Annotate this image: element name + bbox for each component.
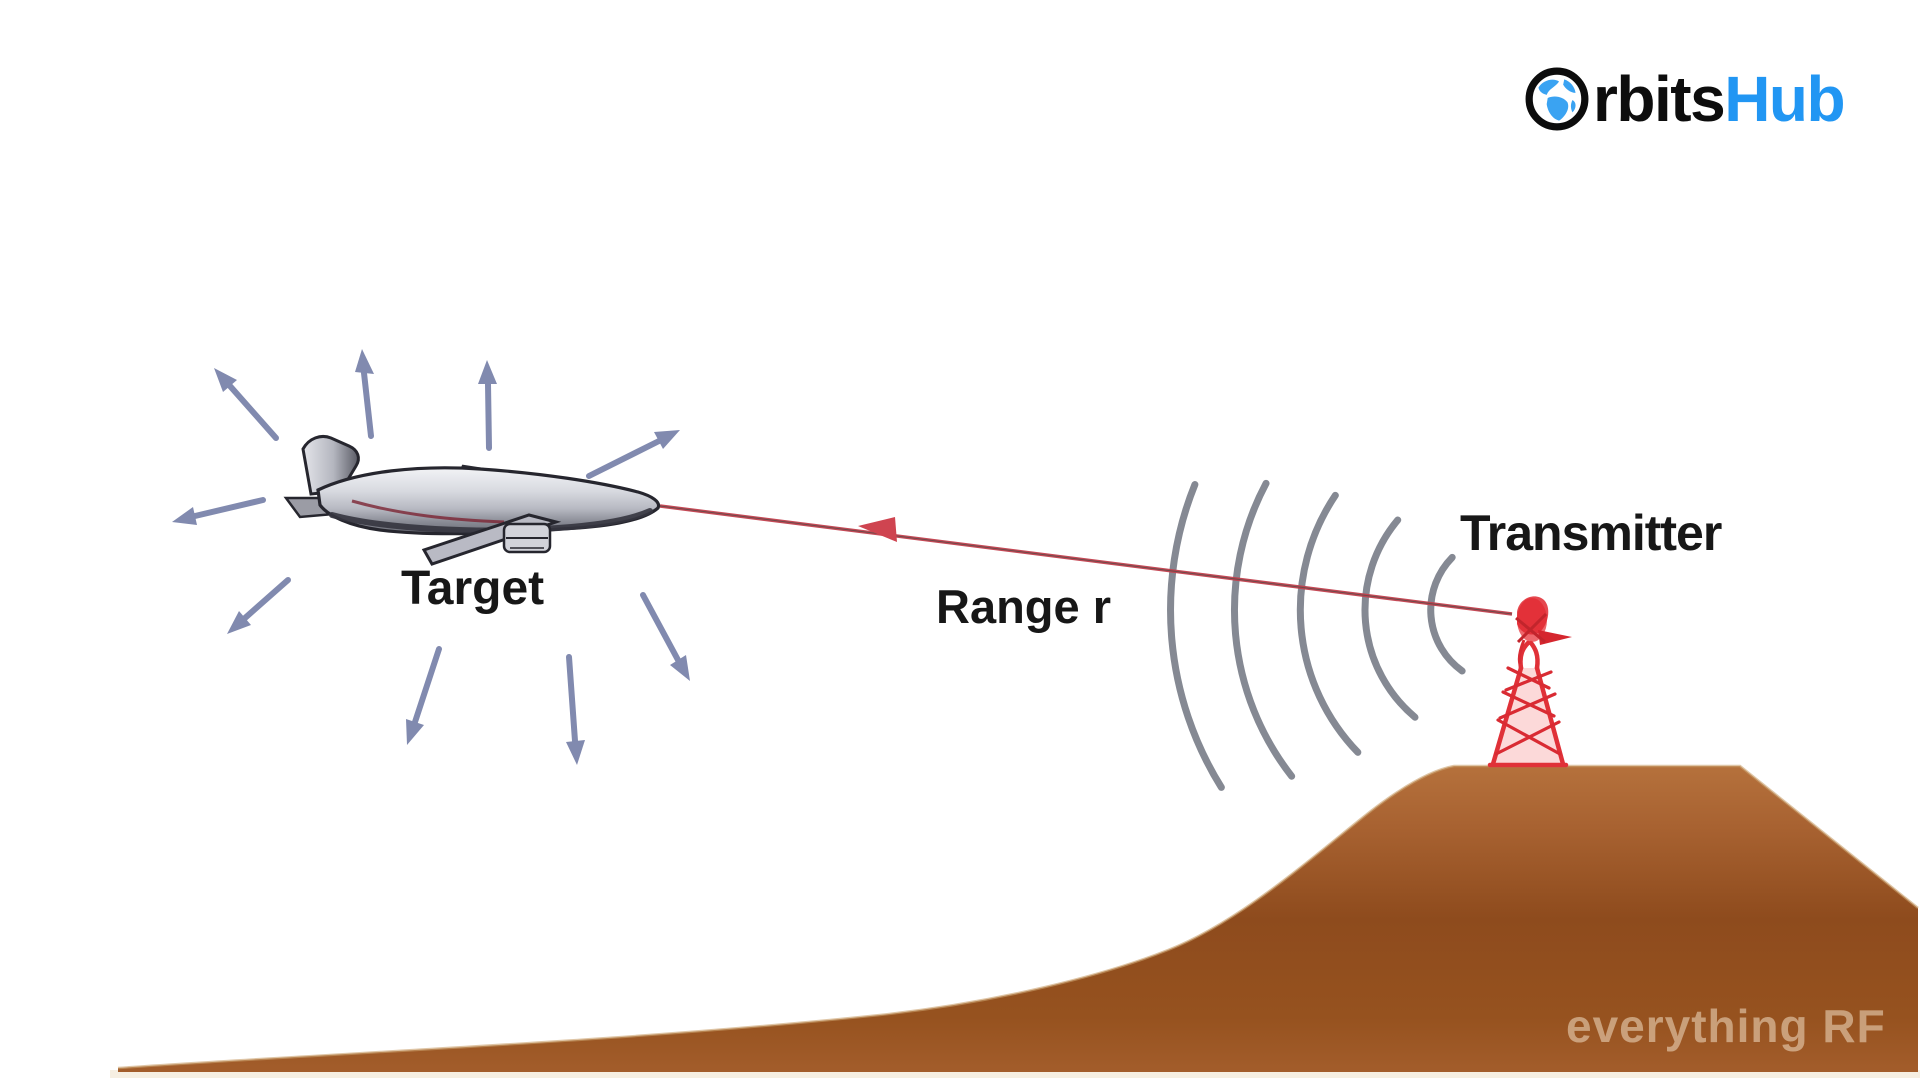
wave-arc	[1167, 481, 1225, 791]
wave-arc	[1296, 491, 1362, 756]
scatter-arrow-n1	[355, 349, 374, 439]
hill-edge-highlight	[117, 764, 1919, 1070]
transmitter-tower-icon	[1487, 596, 1572, 768]
orbitshub-logo: rbitsHub	[1524, 66, 1846, 132]
scatter-arrow-w	[172, 497, 266, 525]
range-arrow-line	[659, 504, 1513, 616]
tower-antenna	[1515, 596, 1572, 665]
watermark-text: everything RF	[1566, 1000, 1886, 1052]
scatter-arrow-sw	[227, 577, 291, 634]
wave-arc	[1427, 553, 1466, 675]
range-line-core	[659, 505, 1513, 615]
range-label: Range r	[936, 580, 1111, 633]
terrain-baseline	[110, 1070, 1920, 1078]
scatter-arrow-s2	[566, 654, 585, 765]
scatter-arrow-s1	[406, 646, 442, 745]
airplane-fuselage	[316, 466, 661, 536]
airplane-engine	[502, 522, 552, 554]
globe-icon	[1525, 67, 1589, 131]
transmitter-label: Transmitter	[1460, 505, 1722, 561]
wave-arc	[1230, 479, 1296, 780]
airplane-accent-stripe	[351, 499, 505, 524]
logo-text-suffix: Hub	[1724, 63, 1845, 135]
scatter-arrow-se	[640, 592, 690, 681]
range-arrowhead-icon	[858, 517, 897, 542]
target-label: Target	[401, 562, 545, 615]
tower-body-fill	[1493, 668, 1563, 764]
logo-wordmark: rbitsHub	[1593, 67, 1846, 131]
scatter-arrow-nw	[214, 368, 279, 441]
tower-cross-braces	[1494, 666, 1562, 756]
airplane-icon	[283, 434, 661, 566]
wave-arc	[1361, 516, 1419, 721]
logo-text-prefix: rbits	[1593, 63, 1726, 135]
scatter-arrow-n2	[478, 360, 497, 451]
scatter-arrow-ne	[586, 430, 680, 479]
radio-wave-arcs-icon	[1167, 479, 1466, 791]
hill-shape	[118, 766, 1918, 1072]
hill-terrain	[110, 764, 1920, 1078]
scatter-arrow-icons	[172, 349, 690, 765]
